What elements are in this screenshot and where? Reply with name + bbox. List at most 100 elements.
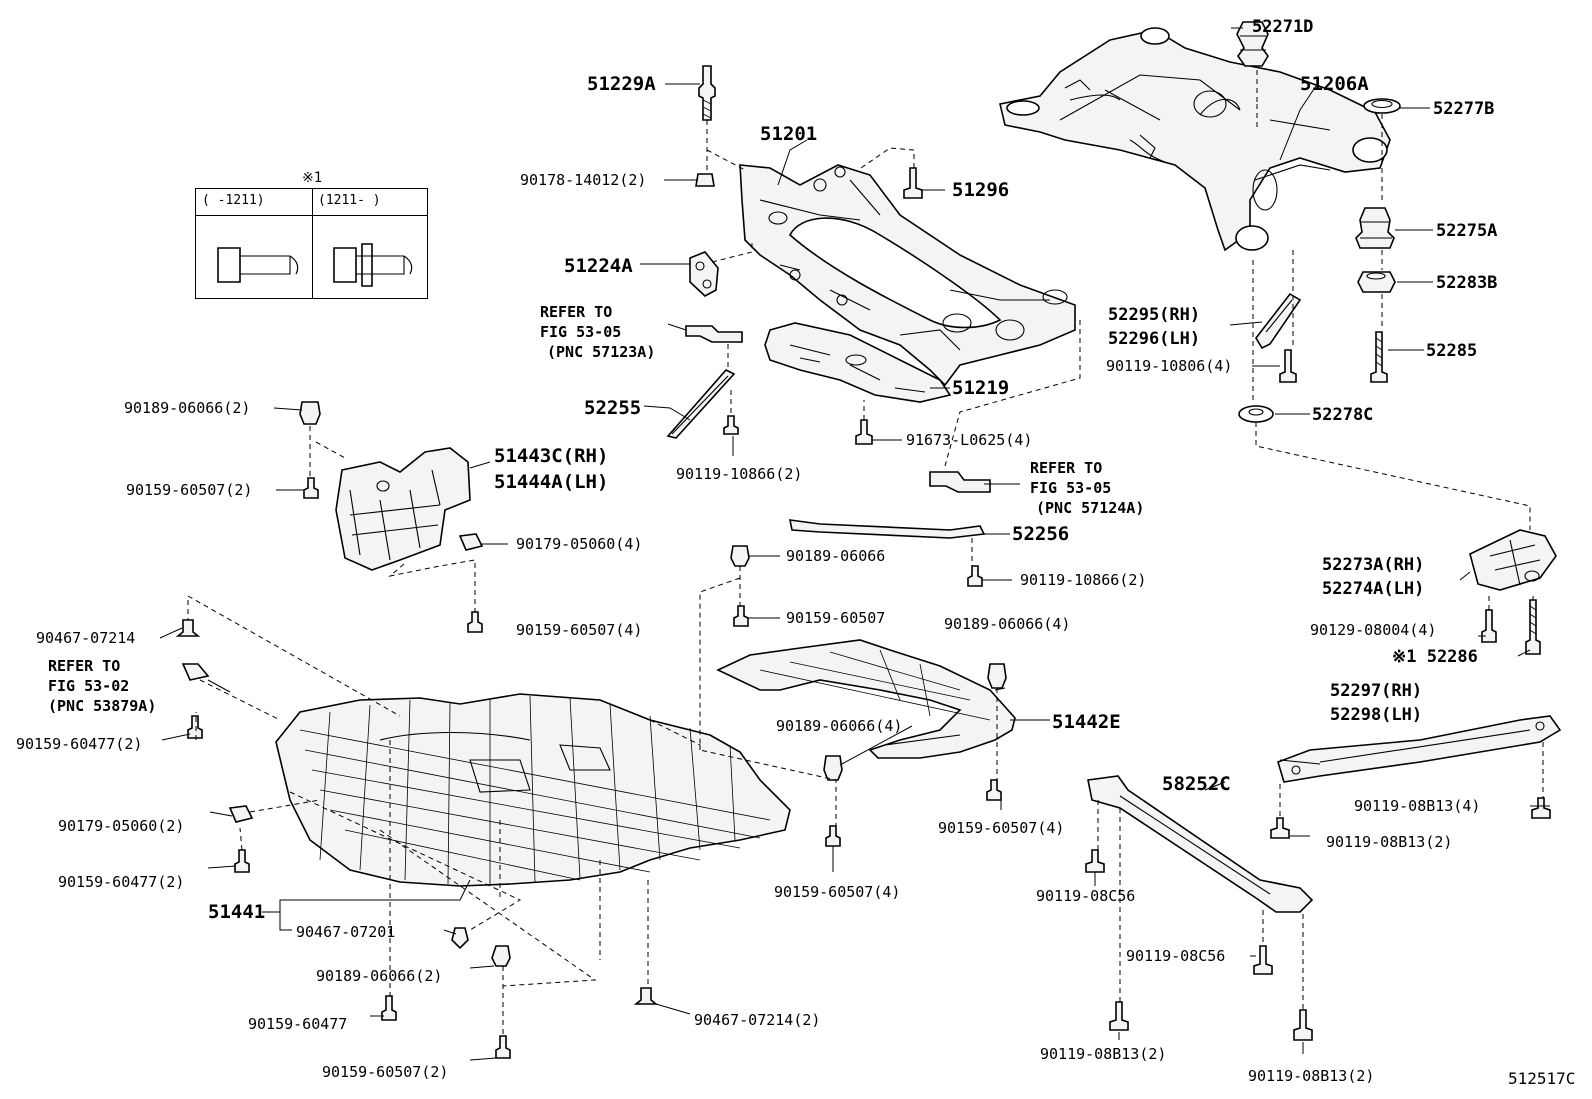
label-90159-60507-4c: 90159-60507(4) — [774, 883, 901, 901]
bolt-90119-08b13-d — [1293, 1009, 1313, 1041]
clip-90467-07214-b — [633, 987, 659, 1005]
label-52277b: 52277B — [1433, 99, 1495, 119]
bracket-51224a — [689, 251, 719, 297]
stud-51229a — [698, 65, 716, 121]
bolt-90119-10866-b — [967, 565, 983, 587]
bolt-90129-08004 — [1481, 609, 1497, 643]
bushing-52275a — [1355, 207, 1395, 249]
label-52297: 52297(RH) — [1330, 681, 1423, 701]
label-52283b: 52283B — [1436, 273, 1498, 293]
cover-51442e — [716, 639, 1016, 759]
label-52255: 52255 — [584, 397, 642, 419]
label-51441: 51441 — [208, 901, 266, 923]
stay-52255 — [666, 369, 736, 439]
label-52271d: 52271D — [1252, 17, 1314, 37]
label-90159-60507-4a: 90159-60507(4) — [516, 621, 643, 639]
refer-label-2a: REFER TO — [1030, 459, 1103, 477]
note-box-divider — [312, 189, 313, 298]
label-90159-60507: 90159-60507 — [786, 609, 886, 627]
label-90189-06066-4b: 90189-06066(4) — [776, 717, 903, 735]
refer-label-1c: (PNC 57123A) — [547, 343, 656, 361]
refer-label-1a: REFER TO — [540, 303, 613, 321]
rear-crossmember-51206a — [999, 27, 1391, 252]
diagram-id-code: 512517C — [1508, 1069, 1576, 1088]
label-90119-08b13-2c: 90119-08B13(2) — [1248, 1067, 1375, 1085]
nut-90179-05060-b — [228, 805, 254, 823]
bolt-90159-60477-b — [234, 849, 250, 873]
label-51224a: 51224A — [564, 255, 633, 277]
refer-label-1b: FIG 53-05 — [540, 323, 622, 341]
clip-90189-06066-d — [987, 663, 1007, 689]
refer-label-3c: (PNC 53879A) — [48, 697, 157, 715]
note-col1: ( -1211) — [202, 193, 265, 208]
note-box-header — [196, 189, 427, 216]
bracket-57123a — [685, 325, 743, 343]
label-90189-06066-4a: 90189-06066(4) — [944, 615, 1071, 633]
subframe-51201 — [739, 164, 1076, 387]
assembly-lines — [187, 70, 1544, 1036]
bolt-90159-60477-a — [187, 715, 203, 739]
bracket-57124a — [929, 471, 991, 493]
label-90129-08004: 90129-08004(4) — [1310, 621, 1437, 639]
refer-label-3b: FIG 53-02 — [48, 677, 130, 695]
refer-label-2b: FIG 53-05 — [1030, 479, 1112, 497]
bolt-90119-08c56-a — [1085, 849, 1105, 873]
label-52256: 52256 — [1012, 523, 1070, 545]
label-90159-60477-2b: 90159-60477(2) — [58, 873, 185, 891]
bolt-90119-08b13-c — [1109, 1001, 1129, 1031]
label-90178-14012: 90178-14012(2) — [520, 171, 647, 189]
refer-label-3a: REFER TO — [48, 657, 121, 675]
undercover-51441 — [275, 693, 791, 887]
bolt-90119-08c56-b — [1253, 945, 1273, 975]
label-90189-06066: 90189-06066 — [786, 547, 886, 565]
bolt-90159-60507-b — [467, 611, 483, 633]
washer-52278c — [1238, 405, 1274, 423]
label-52273a: 52273A(RH) — [1322, 555, 1425, 575]
label-90179-05060-2: 90179-05060(2) — [58, 817, 185, 835]
bracket-52273a — [1469, 529, 1557, 591]
bolt-90119-10806 — [1279, 349, 1297, 383]
label-51442e: 51442E — [1052, 711, 1121, 733]
bolt-90159-60507-d — [733, 605, 749, 627]
bolt-90119-08b13-a — [1531, 797, 1551, 819]
bolt-51296 — [903, 167, 923, 199]
bolt-90159-60507-c — [495, 1035, 511, 1059]
label-52295: 52295(RH) — [1108, 305, 1201, 325]
note-col2: (1211- ) — [318, 193, 381, 208]
note-bolt-drawings — [217, 243, 413, 287]
label-51206a: 51206A — [1300, 73, 1369, 95]
note-box: ( -1211) (1211- ) — [195, 188, 428, 299]
bolt-90159-60507-f — [986, 779, 1002, 801]
label-90119-08b13-2a: 90119-08B13(2) — [1326, 833, 1453, 851]
label-51219: 51219 — [952, 377, 1010, 399]
clip-90467-07214-a — [175, 619, 201, 637]
clip-90467-07201 — [451, 927, 469, 950]
bolt-90159-60507-e — [825, 825, 841, 847]
label-90119-08b13-4: 90119-08B13(4) — [1354, 797, 1481, 815]
ring-52277b — [1363, 98, 1401, 114]
clip-90189-06066-c — [730, 545, 750, 567]
refer-label-2c: (PNC 57124A) — [1036, 499, 1145, 517]
label-52278c: 52278C — [1312, 405, 1374, 425]
label-90159-60507-4b: 90159-60507(4) — [938, 819, 1065, 837]
label-52296: 52296(LH) — [1108, 329, 1201, 349]
bushing-52283b — [1357, 271, 1396, 293]
label-52298: 52298(LH) — [1330, 705, 1423, 725]
clip-90189-06066-a — [299, 401, 321, 425]
mount-52271d — [1236, 21, 1269, 67]
bracket-52295 — [1255, 292, 1302, 350]
label-90467-07201: 90467-07201 — [296, 923, 396, 941]
label-90467-07214-2: 90467-07214(2) — [694, 1011, 821, 1029]
label-91673-l0625: 91673-L0625(4) — [906, 431, 1033, 449]
label-51444a: 51444A(LH) — [494, 471, 609, 493]
label-90179-05060-4: 90179-05060(4) — [516, 535, 643, 553]
nut-90179-05060-a — [458, 533, 484, 551]
cover-51443c — [335, 447, 471, 571]
label-90119-10866-a: 90119-10866(2) — [676, 465, 803, 483]
clip-90189-06066-b — [491, 945, 511, 967]
label-52285: 52285 — [1426, 341, 1478, 361]
bolt-91673-l0625 — [855, 419, 873, 445]
label-90189-06066-2a: 90189-06066(2) — [124, 399, 251, 417]
label-51443c: 51443C(RH) — [494, 445, 609, 467]
